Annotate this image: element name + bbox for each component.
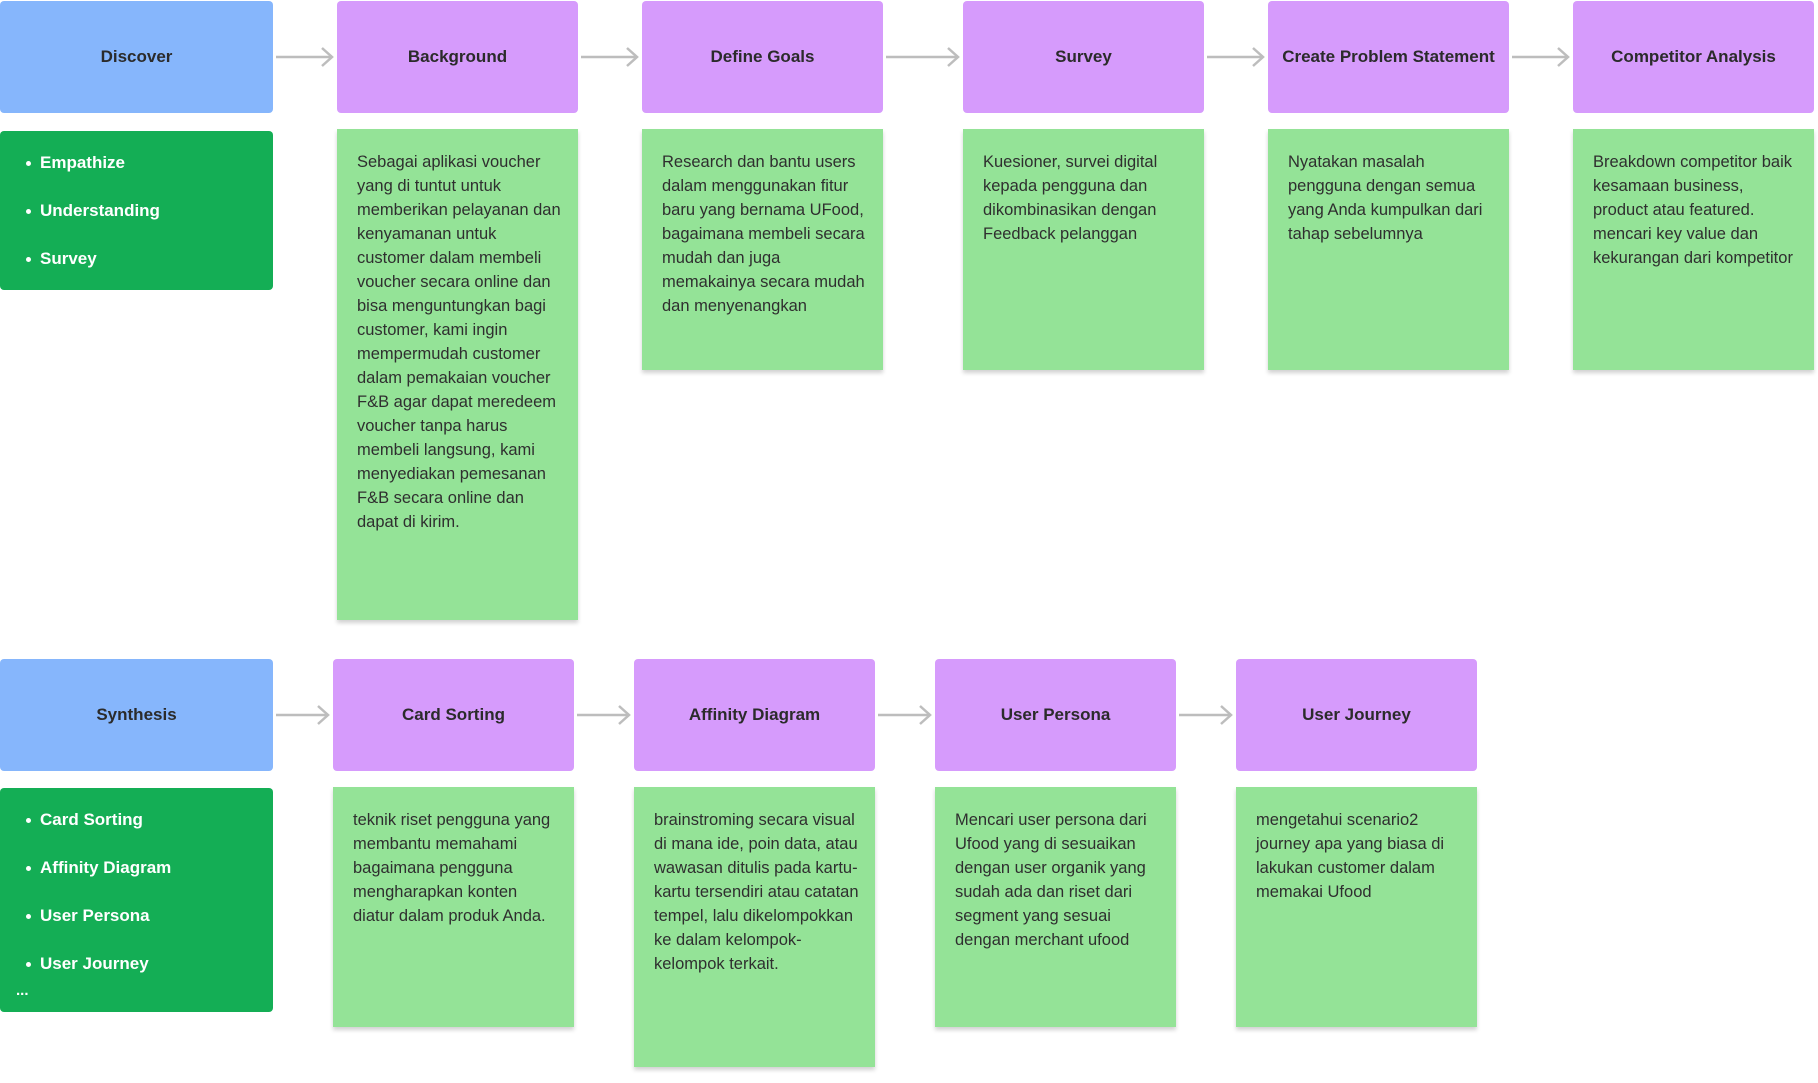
note-text: Sebagai aplikasi voucher yang di tuntut … [357, 153, 561, 531]
list-item: Survey [24, 249, 273, 297]
phase-synthesis[interactable]: Synthesis [0, 659, 273, 771]
note-text: Kuesioner, survei digital kepada penggun… [983, 153, 1158, 243]
note-survey[interactable]: Kuesioner, survei digital kepada penggun… [963, 129, 1204, 370]
note-text: brainstroming secara visual di mana ide,… [654, 811, 859, 973]
list-item: Card Sorting [24, 810, 273, 858]
note-user-journey[interactable]: mengetahui scenario2 journey apa yang bi… [1236, 787, 1477, 1027]
step-user-journey[interactable]: User Journey [1236, 659, 1477, 771]
step-create-problem-statement[interactable]: Create Problem Statement [1268, 1, 1509, 113]
list-item: Affinity Diagram [24, 858, 273, 906]
note-text: Research dan bantu users dalam menggunak… [662, 153, 865, 315]
note-text: Mencari user persona dari Ufood yang di … [955, 811, 1147, 949]
arrow-right-icon [1512, 47, 1570, 67]
arrow-right-icon [1179, 705, 1233, 725]
step-title: Background [407, 47, 508, 66]
arrow-right-icon [276, 47, 334, 67]
note-text: mengetahui scenario2 journey apa yang bi… [1256, 811, 1445, 901]
list-item: User Journey [24, 954, 273, 1002]
note-text: Nyatakan masalah pengguna dengan semua y… [1288, 153, 1483, 243]
synthesis-checklist: Card Sorting Affinity Diagram User Perso… [0, 788, 273, 1012]
step-title: User Persona [1000, 705, 1111, 724]
note-card-sorting[interactable]: teknik riset pengguna yang membantu mema… [333, 787, 574, 1027]
list-item: User Persona [24, 906, 273, 954]
note-text: teknik riset pengguna yang membantu mema… [353, 811, 551, 925]
discover-checklist: Empathize Understanding Survey [0, 131, 273, 290]
step-title: Survey [1055, 47, 1112, 66]
phase-title: Synthesis [96, 705, 177, 724]
step-define-goals[interactable]: Define Goals [642, 1, 883, 113]
arrow-right-icon [577, 705, 631, 725]
note-text: Breakdown competitor baik kesamaan busin… [1593, 153, 1793, 267]
step-title: Create Problem Statement [1282, 47, 1495, 66]
step-title: Define Goals [710, 47, 815, 66]
step-title: Affinity Diagram [688, 705, 821, 724]
step-affinity-diagram[interactable]: Affinity Diagram [634, 659, 875, 771]
arrow-right-icon [581, 47, 639, 67]
step-title: User Journey [1302, 705, 1411, 724]
phase-discover[interactable]: Discover [0, 1, 273, 113]
list-item: Understanding [24, 201, 273, 249]
step-survey[interactable]: Survey [963, 1, 1204, 113]
step-competitor-analysis[interactable]: Competitor Analysis [1573, 1, 1814, 113]
note-affinity-diagram[interactable]: brainstroming secara visual di mana ide,… [634, 787, 875, 1067]
note-user-persona[interactable]: Mencari user persona dari Ufood yang di … [935, 787, 1176, 1027]
step-title: Competitor Analysis [1611, 47, 1776, 66]
note-create-problem-statement[interactable]: Nyatakan masalah pengguna dengan semua y… [1268, 129, 1509, 370]
step-background[interactable]: Background [337, 1, 578, 113]
note-background[interactable]: Sebagai aplikasi voucher yang di tuntut … [337, 129, 578, 620]
phase-title: Discover [100, 47, 173, 66]
arrow-right-icon [276, 705, 330, 725]
arrow-right-icon [886, 47, 960, 67]
arrow-right-icon [1207, 47, 1265, 67]
step-title: Card Sorting [402, 705, 505, 724]
list-ellipsis: ... [16, 982, 29, 999]
list-item: Empathize [24, 153, 273, 201]
arrow-right-icon [878, 705, 932, 725]
note-define-goals[interactable]: Research dan bantu users dalam menggunak… [642, 129, 883, 370]
step-card-sorting[interactable]: Card Sorting [333, 659, 574, 771]
step-user-persona[interactable]: User Persona [935, 659, 1176, 771]
note-competitor-analysis[interactable]: Breakdown competitor baik kesamaan busin… [1573, 129, 1814, 370]
